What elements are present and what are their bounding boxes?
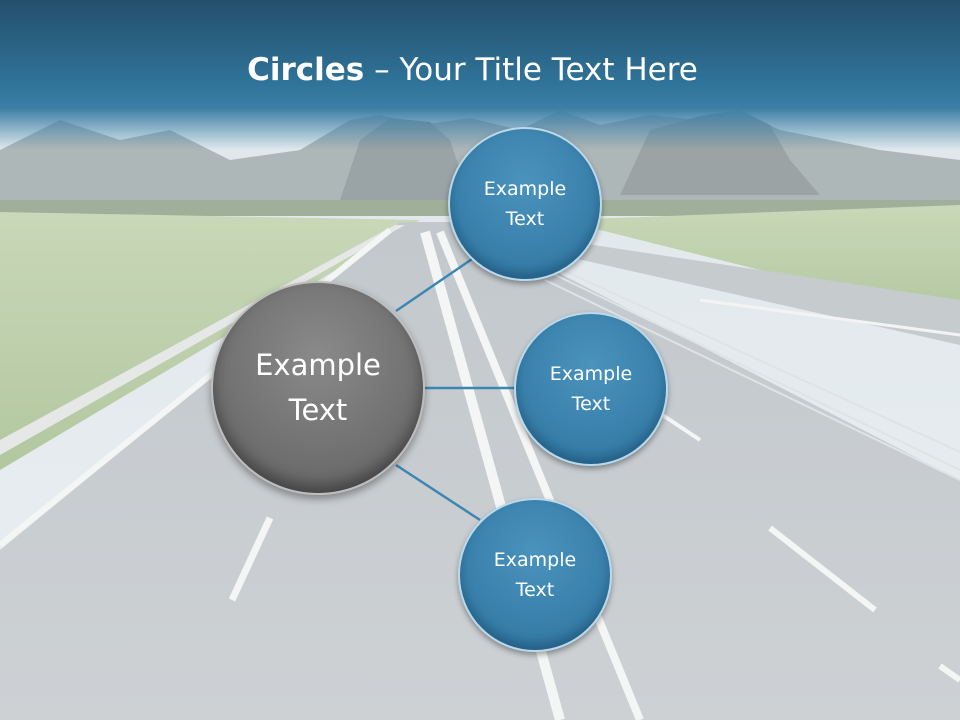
- title-rest: – Your Title Text Here: [364, 52, 698, 88]
- satellite-line2: Text: [571, 393, 611, 415]
- connector-bottom: [395, 463, 481, 522]
- title-bold: Circles: [247, 52, 365, 88]
- center-circle[interactable]: Example Text: [211, 281, 425, 495]
- satellite-circle-middle[interactable]: Example Text: [514, 312, 668, 466]
- satellite-line2: Text: [505, 208, 545, 230]
- satellite-line2: Text: [515, 579, 555, 601]
- satellite-circle-bottom[interactable]: Example Text: [458, 498, 612, 652]
- satellite-line1: Example: [493, 549, 577, 571]
- center-circle-line2: Text: [288, 393, 348, 427]
- slide-title: Circles – Your Title Text Here: [0, 52, 945, 88]
- center-circle-line1: Example: [255, 348, 381, 382]
- title-bar: [0, 0, 960, 150]
- satellite-circle-top[interactable]: Example Text: [448, 127, 602, 281]
- connector-top: [395, 255, 476, 313]
- satellite-line1: Example: [549, 363, 633, 385]
- satellite-line1: Example: [483, 178, 567, 200]
